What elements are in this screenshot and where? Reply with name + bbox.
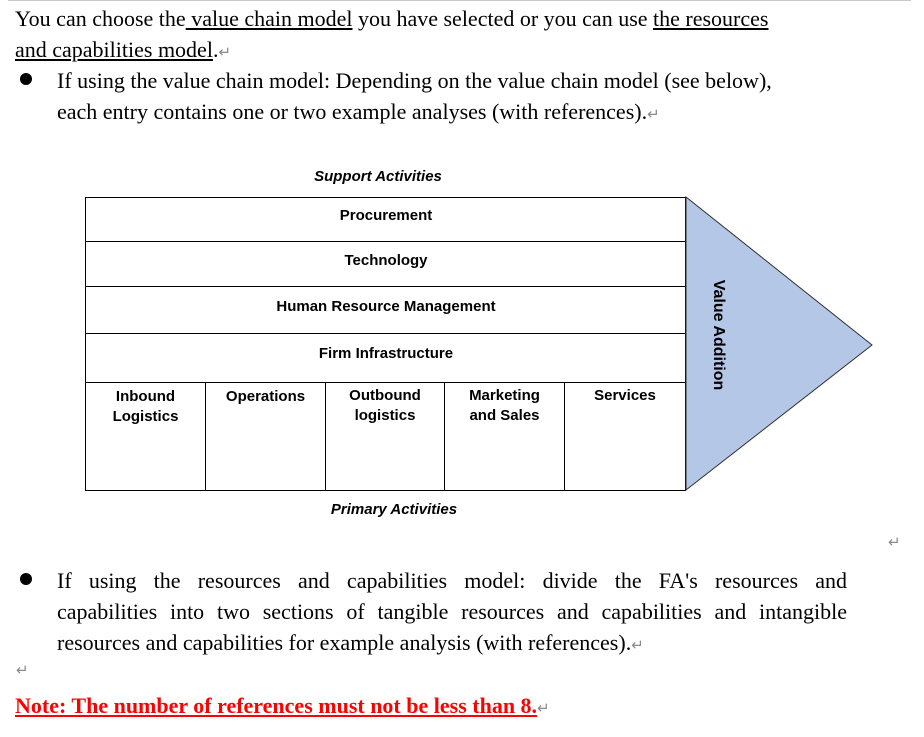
bullet-2-line-1: If using the resources and capabilities … — [57, 568, 847, 593]
primary-services: Services — [565, 386, 685, 406]
bullet-1-dot — [20, 73, 32, 85]
bullet-2-line-2: capabilities into two sections of tangib… — [57, 599, 847, 624]
note-paragraph: Note: The number of references must not … — [15, 690, 550, 724]
primary-inbound-logistics: Inbound Logistics — [86, 387, 205, 427]
bullet-1-text: If using the value chain model: Dependin… — [57, 65, 917, 130]
primary-marketing-sales: Marketing and Sales — [445, 386, 564, 426]
primary-activities-title: Primary Activities — [330, 501, 458, 518]
primary-outbound-line-2: logistics — [354, 407, 416, 424]
resources-link[interactable]: the resources — [653, 6, 769, 31]
support-row-hrm: Human Resource Management — [85, 286, 686, 334]
bullet-1-line-2-text: each entry contains one or two example a… — [57, 99, 648, 124]
paragraph-mark: ↵ — [537, 699, 550, 717]
page-top-rule — [8, 0, 911, 1]
intro-line-2: and capabilities model.↵ — [15, 34, 915, 68]
value-chain-model-link[interactable]: value chain model — [185, 6, 353, 31]
bullet-2-line-3: resources and capabilities for example a… — [57, 627, 847, 661]
primary-divider-4 — [564, 382, 565, 490]
paragraph-mark: ↵ — [647, 105, 660, 123]
primary-inbound-line-2: Logistics — [112, 408, 179, 425]
value-addition-arrow — [685, 195, 873, 492]
bullet-2-line-3-text: resources and capabilities for example a… — [57, 630, 632, 655]
intro-line-1: You can choose the value chain model you… — [15, 3, 915, 34]
intro-paragraph: You can choose the value chain model you… — [15, 3, 915, 68]
support-row-technology: Technology — [85, 241, 686, 287]
primary-inbound-line-1: Inbound — [115, 388, 176, 405]
primary-operations: Operations — [206, 387, 325, 407]
support-row-procurement: Procurement — [85, 197, 686, 242]
support-label-technology: Technology — [344, 252, 428, 269]
capabilities-model-link[interactable]: and capabilities model — [15, 37, 213, 62]
primary-divider-3 — [444, 382, 445, 490]
bullet-2-dot — [20, 573, 32, 585]
paragraph-mark: ↵ — [218, 43, 232, 61]
note-text: Note: The number of references must not … — [15, 693, 538, 718]
primary-divider-1 — [205, 382, 206, 490]
bullet-2-text: If using the resources and capabilities … — [57, 565, 847, 661]
support-activities-title: Support Activities — [314, 168, 442, 185]
intro-text-1: You can choose the — [15, 6, 186, 31]
primary-divider-2 — [325, 382, 326, 490]
support-label-procurement: Procurement — [339, 207, 433, 224]
paragraph-mark-right: ↵ — [888, 533, 901, 551]
value-addition-triangle — [685, 195, 873, 492]
support-row-firm-infrastructure: Firm Infrastructure — [85, 333, 686, 383]
primary-operations-line-1: Operations — [225, 388, 306, 405]
support-label-hrm: Human Resource Management — [276, 298, 496, 315]
primary-outbound-logistics: Outbound logistics — [326, 386, 444, 426]
primary-services-line-1: Services — [594, 387, 656, 404]
primary-marketing-line-2: and Sales — [469, 407, 540, 424]
value-addition-label: Value Addition — [710, 279, 727, 391]
intro-text-2: you have selected or you can use — [352, 6, 654, 31]
support-label-firm-infrastructure: Firm Infrastructure — [318, 345, 454, 362]
paragraph-mark: ↵ — [631, 636, 644, 654]
intro-text-3: . — [212, 37, 219, 62]
primary-marketing-line-1: Marketing — [469, 387, 540, 404]
paragraph-mark-left: ↵ — [16, 661, 29, 679]
bullet-1-line-1: If using the value chain model: Dependin… — [57, 68, 772, 93]
primary-outbound-line-1: Outbound — [349, 387, 421, 404]
bullet-1-line-2: each entry contains one or two example a… — [57, 96, 917, 130]
